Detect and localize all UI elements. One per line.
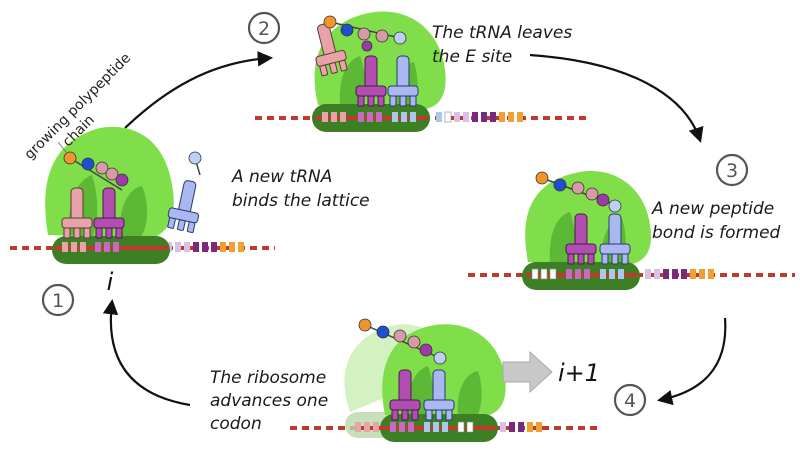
caption-peptide-bond-line2: bond is formed <box>652 223 781 243</box>
step-number-3: 3 <box>726 160 738 182</box>
incoming-trna <box>165 151 206 234</box>
ribosome-state-3 <box>468 171 795 290</box>
arrow-2-to-3 <box>529 53 704 143</box>
site-index-next-label: i+1 <box>558 359 600 387</box>
cycle-arrows <box>102 51 727 407</box>
annotation-pointer <box>57 141 67 153</box>
caption-advance-line2: advances one <box>210 391 328 411</box>
caption-peptide-bond-line1: A new peptide <box>651 199 774 219</box>
step-marker-1: 1 <box>41 283 75 317</box>
step-number-4: 4 <box>624 390 636 412</box>
caption-new-trna-line1: A new tRNA <box>231 167 332 187</box>
codons-1-inside <box>62 242 119 252</box>
step-marker-3: 3 <box>715 153 749 187</box>
site-index-label: i <box>107 268 114 296</box>
ribosome-state-2 <box>255 11 590 132</box>
polypeptide-chain <box>63 151 129 191</box>
arrow-4-to-1 <box>102 298 191 407</box>
arrow-1-to-2 <box>124 51 274 129</box>
step-marker-4: 4 <box>613 383 647 417</box>
arrow-3-to-4 <box>656 317 727 406</box>
step-number-1: 1 <box>52 290 64 312</box>
advance-arrow <box>502 350 553 394</box>
ribosome-state-1: i <box>10 126 275 296</box>
caption-advance-line1: The ribosome <box>210 368 326 388</box>
caption-trna-leaves-line1: The tRNA leaves <box>432 23 572 43</box>
caption-advance-line3: codon <box>210 414 262 434</box>
step-number-2: 2 <box>258 18 270 40</box>
ribosome-state-4: i+1 <box>290 318 600 442</box>
step-marker-2: 2 <box>247 11 281 45</box>
caption-trna-leaves-line2: the E site <box>432 47 512 67</box>
caption-new-trna-line2: binds the lattice <box>232 191 370 211</box>
